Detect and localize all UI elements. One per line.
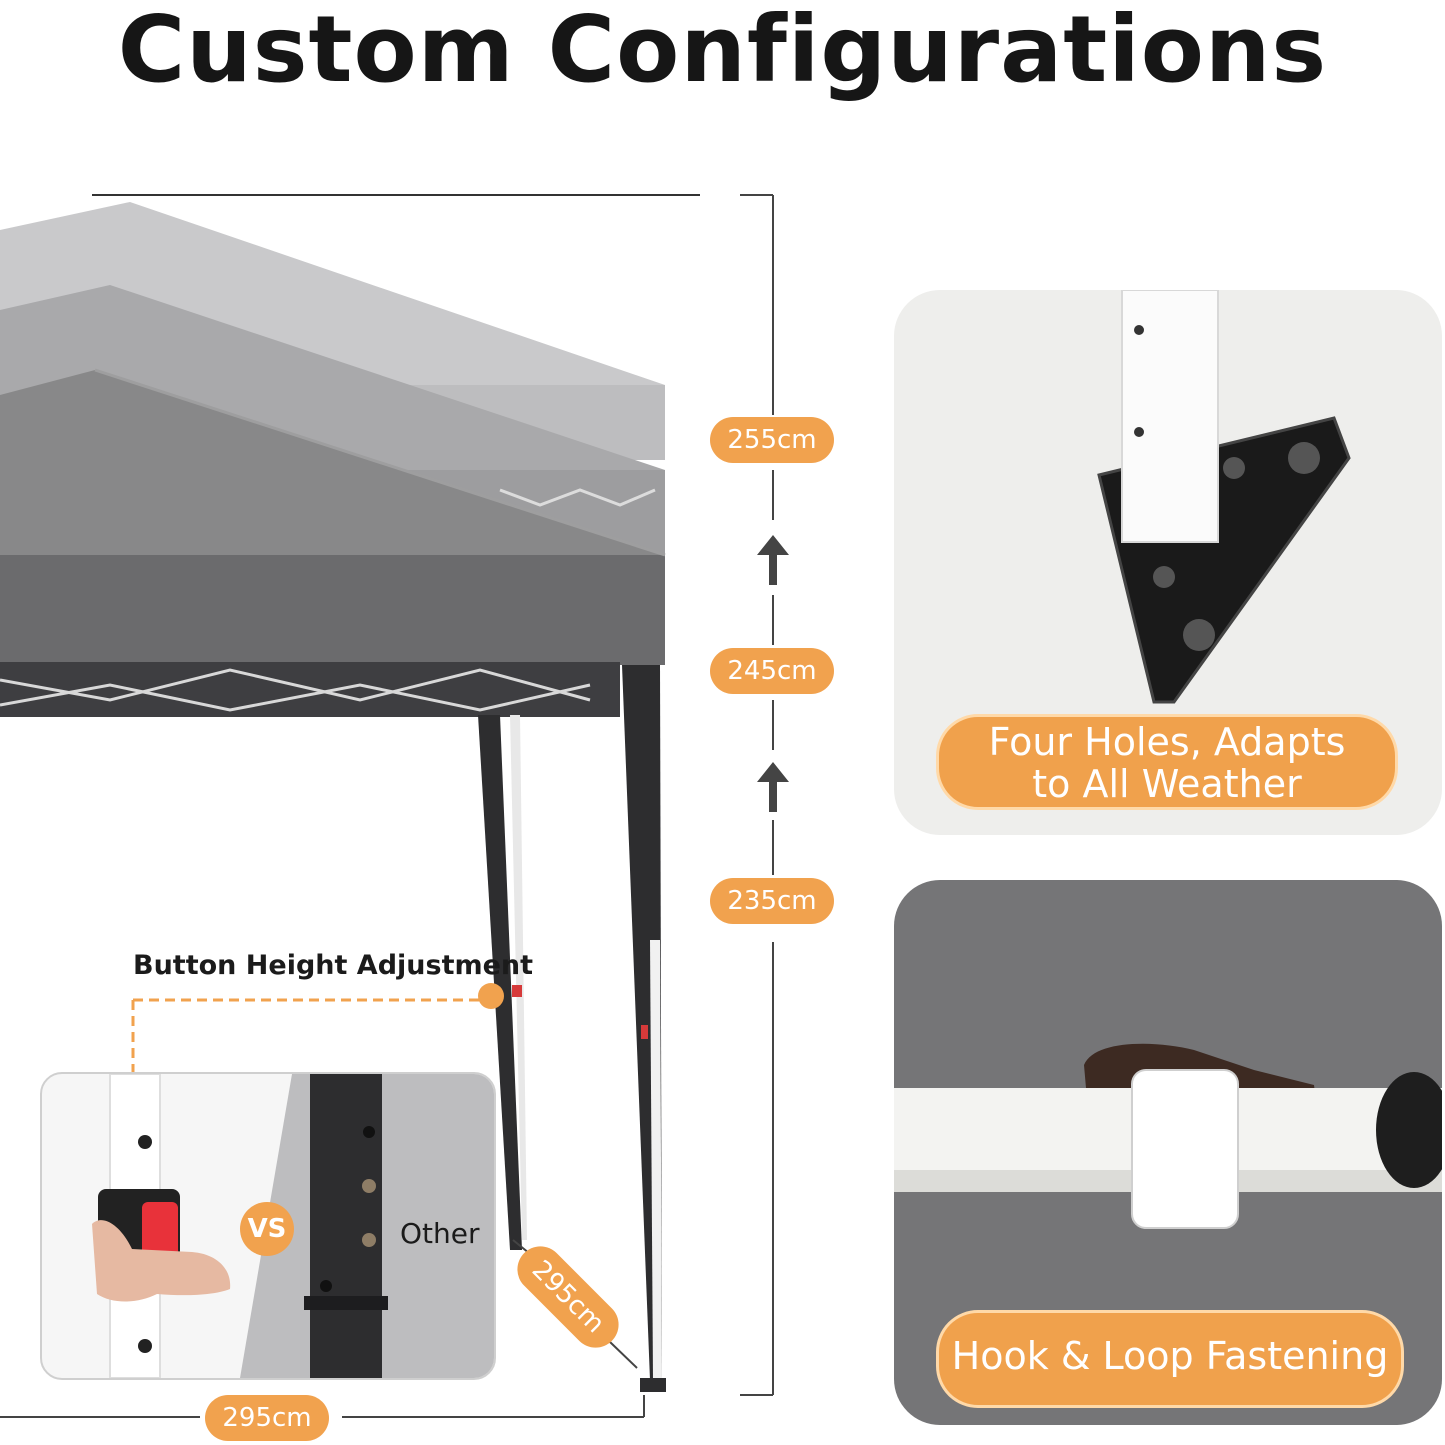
four-holes-label-line1: Four Holes, Adapts	[988, 720, 1346, 764]
height-235-badge: 235cm	[710, 878, 834, 924]
hook-loop-card: Hook & Loop Fastening	[894, 880, 1442, 1425]
callout-connector	[131, 983, 504, 1075]
height-255-badge: 255cm	[710, 417, 834, 463]
height-245-badge: 245cm	[710, 648, 834, 694]
hook-loop-illustration	[894, 1043, 1442, 1229]
four-holes-label: Four Holes, Adapts to All Weather	[936, 714, 1398, 810]
width-bottom-badge: 295cm	[205, 1395, 329, 1441]
comparison-illustration	[92, 1074, 494, 1378]
hook-loop-label: Hook & Loop Fastening	[936, 1310, 1404, 1408]
button-height-label: Button Height Adjustment	[133, 950, 534, 981]
other-label: Other	[400, 1217, 480, 1250]
canopy-illustration	[0, 194, 700, 1392]
base-plate-illustration	[1097, 290, 1351, 704]
arrow-up-icon	[757, 762, 789, 812]
arrow-up-icon	[757, 535, 789, 585]
four-holes-label-line2: to All Weather	[1032, 762, 1302, 806]
four-holes-card: Four Holes, Adapts to All Weather	[894, 290, 1442, 835]
page-title: Custom Configurations	[117, 0, 1328, 103]
vs-badge: VS	[240, 1202, 294, 1256]
width-guide	[0, 1395, 645, 1418]
height-guide	[740, 194, 774, 1396]
comparison-inset: VS Other	[40, 1072, 496, 1380]
